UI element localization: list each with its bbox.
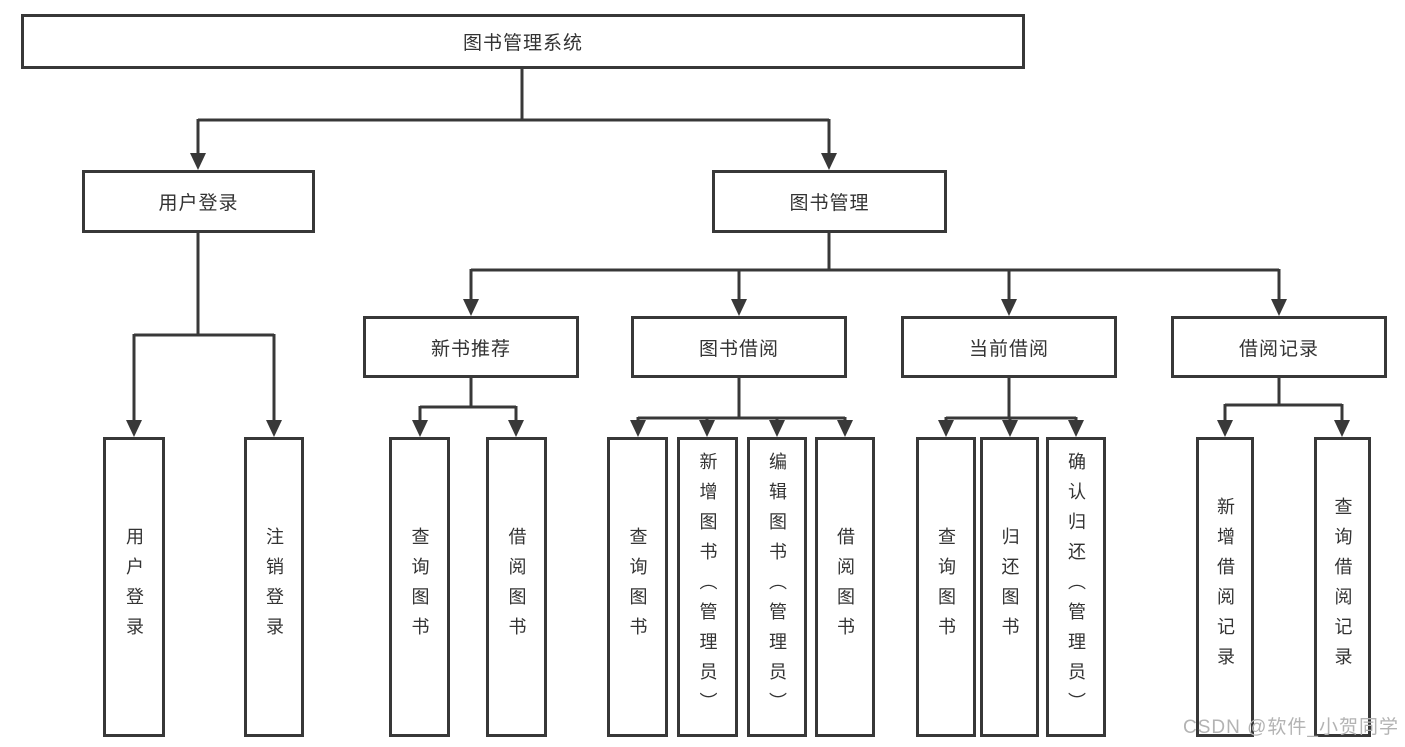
leaf-confirm-return-admin: 确认归还（管理员） [1046,437,1106,737]
section-current-borrow-label: 当前借阅 [968,338,1049,360]
branch-book-management-label: 图书管理 [789,193,870,214]
leaf-add-borrow-record-label: 新增借阅记录 [1215,497,1235,677]
leaf-query-books-borrow-label: 查询图书 [627,527,648,647]
leaf-borrow-books-recommend: 借阅图书 [486,437,547,737]
leaf-add-borrow-record: 新增借阅记录 [1196,437,1254,737]
section-new-book-recommend-label: 新书推荐 [430,338,511,360]
root-node-library-system: 图书管理系统 [21,14,1025,69]
section-new-book-recommend: 新书推荐 [363,316,579,378]
leaf-borrow-books-recommend-label: 借阅图书 [506,527,527,647]
root-node-label: 图书管理系统 [462,33,583,54]
leaf-return-book-label: 归还图书 [999,527,1020,647]
leaf-add-book-admin: 新增图书（管理员） [677,437,738,737]
leaf-edit-book-admin-label: 编辑图书（管理员） [767,452,787,722]
leaf-confirm-return-admin-label: 确认归还（管理员） [1066,452,1086,722]
leaf-query-books-current: 查询图书 [916,437,976,737]
leaf-query-books-current-label: 查询图书 [936,527,956,647]
leaf-user-login: 用户登录 [103,437,165,737]
section-borrow-records-label: 借阅记录 [1238,338,1319,360]
leaf-query-books-borrow: 查询图书 [607,437,668,737]
section-book-borrow: 图书借阅 [631,316,847,378]
watermark: CSDN @软件_小贺同学 [1183,717,1399,738]
leaf-logout-label: 注销登录 [264,527,284,647]
leaf-borrow-books: 借阅图书 [815,437,875,737]
leaf-query-borrow-record: 查询借阅记录 [1314,437,1371,737]
leaf-user-login-label: 用户登录 [124,527,144,647]
section-borrow-records: 借阅记录 [1171,316,1387,378]
leaf-add-book-admin-label: 新增图书（管理员） [697,452,718,722]
branch-user-login-label: 用户登录 [158,193,239,214]
leaf-edit-book-admin: 编辑图书（管理员） [747,437,807,737]
branch-book-management: 图书管理 [712,170,947,233]
leaf-query-borrow-record-label: 查询借阅记录 [1332,497,1353,677]
leaf-query-books-recommend: 查询图书 [389,437,450,737]
section-current-borrow: 当前借阅 [901,316,1117,378]
leaf-borrow-books-label: 借阅图书 [835,527,855,647]
section-book-borrow-label: 图书借阅 [698,338,779,360]
leaf-logout: 注销登录 [244,437,304,737]
branch-user-login: 用户登录 [82,170,315,233]
leaf-query-books-recommend-label: 查询图书 [409,527,430,647]
leaf-return-book: 归还图书 [980,437,1039,737]
